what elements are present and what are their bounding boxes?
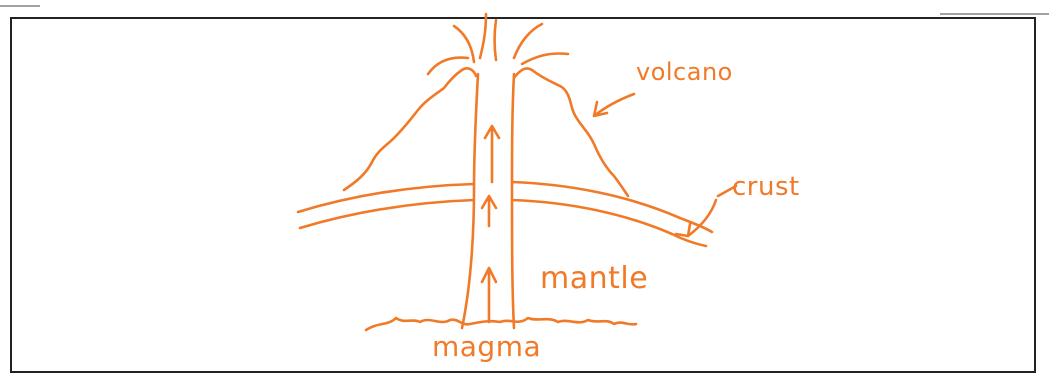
conduit-arrow-bottom: [482, 268, 496, 322]
magma-chamber-outline: [366, 318, 636, 330]
label-magma: magma: [432, 330, 541, 363]
eruption-plume-right-inner: [514, 24, 542, 58]
label-crust: crust: [732, 172, 800, 202]
volcano-left-slope: [344, 68, 476, 190]
eruption-plume-right-outer: [522, 53, 568, 64]
eruption-plume-center-right: [495, 20, 497, 60]
crust-upper-right: [512, 182, 712, 232]
label-volcano: volcano: [636, 58, 733, 86]
conduit-arrow-top: [485, 126, 499, 182]
eruption-plume-center-left: [480, 14, 486, 58]
diagram-frame: [11, 18, 1035, 372]
volcano-pointer-arrow: [594, 94, 634, 116]
volcano-right-slope: [514, 68, 628, 196]
conduit-arrow-middle: [482, 196, 496, 226]
crust-lower-right: [512, 200, 706, 246]
label-mantle: mantle: [540, 261, 648, 296]
